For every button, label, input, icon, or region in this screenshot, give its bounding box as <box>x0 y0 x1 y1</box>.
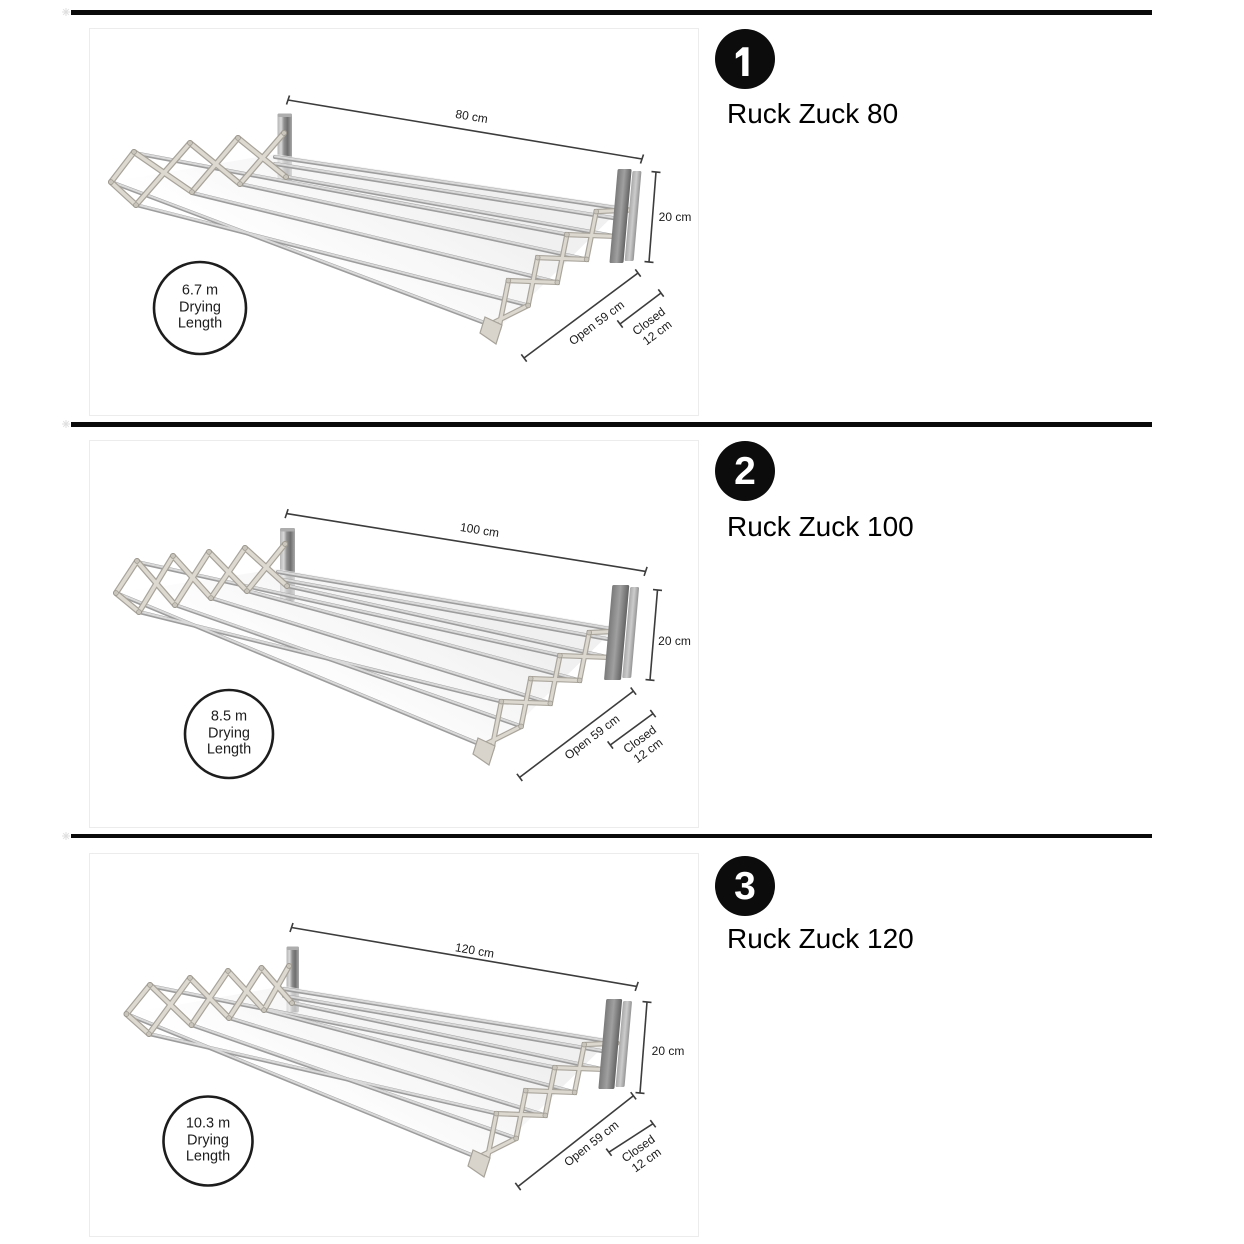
svg-text:100 cm: 100 cm <box>459 520 500 540</box>
svg-text:Open 59 cm: Open 59 cm <box>562 712 623 763</box>
svg-text:6.7 m: 6.7 m <box>182 283 218 299</box>
svg-text:20 cm: 20 cm <box>652 1044 685 1058</box>
svg-text:Length: Length <box>186 1149 230 1165</box>
svg-text:20 cm: 20 cm <box>658 634 691 648</box>
svg-text:Length: Length <box>207 742 251 758</box>
svg-text:120 cm: 120 cm <box>454 940 495 960</box>
svg-text:8.5 m: 8.5 m <box>211 709 247 725</box>
svg-text:Drying: Drying <box>179 300 221 316</box>
svg-text:20 cm: 20 cm <box>659 210 692 224</box>
svg-text:Open 59 cm: Open 59 cm <box>566 298 627 348</box>
svg-text:80 cm: 80 cm <box>454 107 489 126</box>
svg-text:Length: Length <box>178 316 222 332</box>
svg-text:Open 59 cm: Open 59 cm <box>561 1118 621 1169</box>
svg-text:Drying: Drying <box>187 1133 229 1149</box>
svg-text:Drying: Drying <box>208 726 250 742</box>
svg-text:10.3 m: 10.3 m <box>186 1116 230 1132</box>
